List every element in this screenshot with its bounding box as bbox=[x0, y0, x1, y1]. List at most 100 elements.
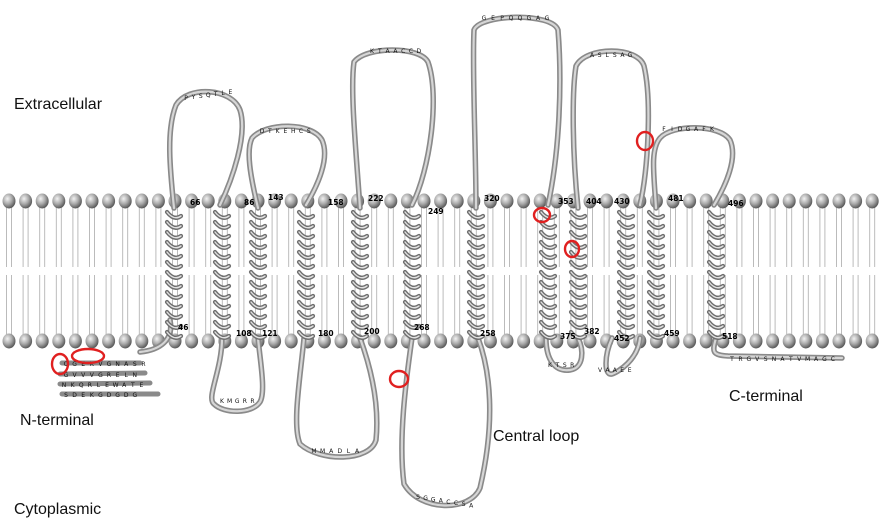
lipid-head-bottom bbox=[832, 333, 846, 349]
loop-residue: A bbox=[613, 367, 618, 374]
n-terminal-residue: N bbox=[62, 382, 67, 389]
loop-residue: V bbox=[598, 367, 603, 374]
position-numbers: 6646861081431211581802222002492683202583… bbox=[178, 193, 744, 343]
helix-turn-highlight bbox=[708, 331, 724, 339]
position-number: 143 bbox=[268, 193, 284, 202]
helix-turn-highlight bbox=[166, 261, 182, 269]
helix-turn-highlight bbox=[214, 311, 230, 319]
loop-residue: P bbox=[184, 95, 188, 102]
helix-turn-highlight bbox=[250, 331, 266, 339]
helix-turn-highlight bbox=[166, 331, 182, 339]
helix-turn-highlight bbox=[468, 211, 484, 219]
n-terminal-residue: Q bbox=[64, 361, 69, 368]
loop-residue: R bbox=[570, 362, 574, 369]
helix-turn-highlight bbox=[540, 261, 556, 269]
helix-turn-highlight bbox=[468, 261, 484, 269]
loop-residue: G bbox=[482, 15, 487, 22]
position-number: 518 bbox=[722, 332, 738, 341]
helix-turn-highlight bbox=[708, 211, 724, 219]
helix-turn-highlight bbox=[618, 301, 634, 309]
lipid-head-top bbox=[334, 193, 348, 209]
loop-residue: E bbox=[491, 15, 495, 22]
position-number: 404 bbox=[586, 197, 602, 206]
lipid-head-bottom bbox=[102, 333, 116, 349]
loop-residue: S bbox=[307, 128, 311, 135]
lipid-head-bottom bbox=[483, 333, 497, 349]
lipid-head-bottom bbox=[799, 333, 813, 349]
helix-turn-highlight bbox=[352, 271, 368, 279]
helix-turn-highlight bbox=[404, 261, 420, 269]
lipid-head-bottom bbox=[434, 333, 448, 349]
helix-turn-highlight bbox=[298, 271, 314, 279]
n-terminal-residue: E bbox=[116, 372, 120, 379]
lipid-molecule bbox=[151, 193, 165, 349]
helix-turn-highlight bbox=[166, 311, 182, 319]
helix-turn-highlight bbox=[250, 311, 266, 319]
n-terminal-residue: L bbox=[97, 382, 101, 389]
helix-turn-highlight bbox=[540, 301, 556, 309]
helix-turn-highlight bbox=[468, 251, 484, 259]
chain-loop-highlight bbox=[712, 336, 844, 360]
helix-turn-highlight bbox=[298, 331, 314, 339]
tm-helix-1 bbox=[164, 209, 184, 340]
c-terminal-residue: C bbox=[831, 356, 835, 363]
helix-turn-highlight bbox=[214, 321, 230, 329]
helix-turn-highlight bbox=[648, 241, 664, 249]
helix-turn-highlight bbox=[166, 241, 182, 249]
helix-turn-highlight bbox=[468, 221, 484, 229]
n-terminal-residue: V bbox=[73, 372, 78, 379]
loop-residue: A bbox=[694, 126, 699, 133]
lipid-head-top bbox=[384, 193, 398, 209]
loop-residue: D bbox=[416, 48, 421, 55]
chain-loop-highlight bbox=[168, 90, 244, 210]
c-terminal-residue: R bbox=[738, 356, 742, 363]
loop-residue: Q bbox=[518, 15, 523, 22]
helix-turn-highlight bbox=[648, 261, 664, 269]
lipid-molecule bbox=[85, 193, 99, 349]
chain-loop bbox=[166, 89, 245, 211]
n-terminal-residue: R bbox=[88, 382, 92, 389]
helix-turn-highlight bbox=[214, 261, 230, 269]
helix-turn-highlight bbox=[352, 251, 368, 259]
lipid-head-bottom bbox=[782, 333, 796, 349]
c-terminal-residue: G bbox=[822, 356, 827, 363]
n-terminal-residue: K bbox=[71, 382, 76, 389]
helix-turn-highlight bbox=[618, 221, 634, 229]
lipid-head-top bbox=[815, 193, 829, 209]
lipid-molecule bbox=[52, 193, 66, 349]
n-terminal-residue: V bbox=[98, 361, 103, 368]
helix-turn-highlight bbox=[570, 211, 586, 219]
c-terminal-residue: V bbox=[797, 356, 802, 363]
helix-turn-highlight bbox=[250, 291, 266, 299]
helix-turn-highlight bbox=[648, 251, 664, 259]
n-terminal-residue: K bbox=[90, 361, 95, 368]
lipid-molecule bbox=[102, 193, 116, 349]
helix-turn-highlight bbox=[250, 221, 266, 229]
n-terminal-residue: D bbox=[124, 392, 129, 399]
loop-residue: A bbox=[355, 448, 360, 455]
lipid-molecule bbox=[766, 193, 780, 349]
helix-turn-highlight bbox=[540, 271, 556, 279]
position-number: 320 bbox=[484, 194, 500, 203]
loop-residue: S bbox=[416, 494, 420, 501]
helix-turn-highlight bbox=[250, 211, 266, 219]
n-terminal-residue: A bbox=[124, 361, 129, 368]
helix-turn-highlight bbox=[214, 241, 230, 249]
lipid-molecule bbox=[450, 193, 464, 349]
n-terminal-residue: G bbox=[107, 361, 112, 368]
loop-residue: A bbox=[469, 502, 474, 509]
helix-turn-highlight bbox=[298, 321, 314, 329]
helix-turn-highlight bbox=[298, 291, 314, 299]
helix-turn-highlight bbox=[352, 211, 368, 219]
lipid-head-bottom bbox=[517, 333, 531, 349]
helix-turn-highlight bbox=[352, 231, 368, 239]
extracellular-label: Extracellular bbox=[14, 96, 103, 113]
loop-residue: D bbox=[337, 448, 342, 455]
lipid-head-top bbox=[483, 193, 497, 209]
lipid-head-top bbox=[367, 193, 381, 209]
chain-loop bbox=[470, 14, 563, 211]
helix-turn-highlight bbox=[404, 331, 420, 339]
helix-turn-highlight bbox=[648, 291, 664, 299]
lipid-head-top bbox=[52, 193, 66, 209]
